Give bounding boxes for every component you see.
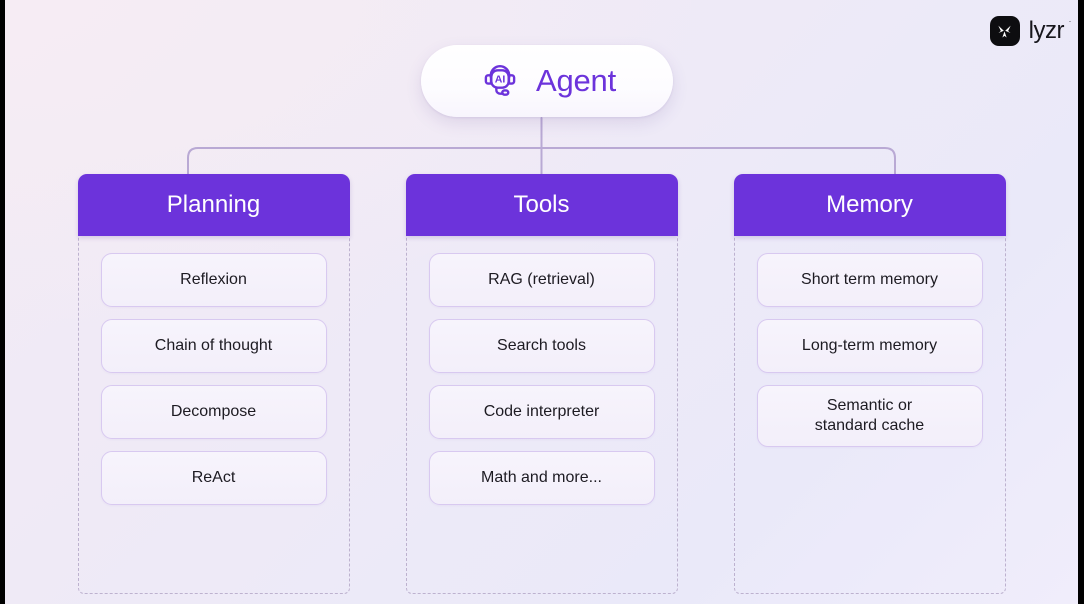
agent-root-label: Agent	[535, 63, 616, 98]
column-header-memory[interactable]: Memory	[733, 174, 1006, 236]
brand-name: lyzr ·	[1028, 17, 1072, 44]
column-body-memory: Short term memory Long-term memory Seman…	[733, 235, 1006, 594]
list-item[interactable]: Math and more...	[428, 451, 655, 505]
column-tools: Tools RAG (retrieval) Search tools Code …	[405, 174, 678, 594]
svg-text:AI: AI	[495, 73, 506, 85]
list-item[interactable]: Chain of thought	[100, 319, 327, 373]
column-title: Memory	[826, 191, 913, 218]
diagram-canvas: lyzr ·	[5, 0, 1078, 604]
agent-root-node[interactable]: AI Agent	[421, 45, 673, 117]
ai-headset-icon: AI	[478, 57, 522, 106]
list-item[interactable]: RAG (retrieval)	[428, 253, 655, 307]
list-item[interactable]: Reflexion	[100, 253, 327, 307]
list-item[interactable]: Decompose	[100, 385, 327, 439]
list-item[interactable]: ReAct	[100, 451, 327, 505]
list-item[interactable]: Long-term memory	[756, 319, 983, 373]
list-item[interactable]: Search tools	[428, 319, 655, 373]
brand-logo: lyzr ·	[989, 16, 1072, 46]
column-header-tools[interactable]: Tools	[405, 174, 678, 236]
list-item[interactable]: Short term memory	[756, 253, 983, 307]
column-title: Tools	[513, 191, 570, 218]
lyzr-butterfly-mark-icon	[989, 16, 1020, 46]
column-body-tools: RAG (retrieval) Search tools Code interp…	[405, 235, 678, 594]
diagram-columns: Planning Reflexion Chain of thought Deco…	[5, 174, 1078, 594]
column-title: Planning	[166, 191, 261, 218]
brand-trademark: ·	[1068, 16, 1072, 26]
column-header-planning[interactable]: Planning	[77, 174, 350, 236]
column-body-planning: Reflexion Chain of thought Decompose ReA…	[77, 235, 350, 594]
brand-name-text: lyzr	[1028, 17, 1065, 44]
list-item[interactable]: Code interpreter	[428, 385, 655, 439]
column-planning: Planning Reflexion Chain of thought Deco…	[77, 174, 350, 594]
column-memory: Memory Short term memory Long-term memor…	[733, 174, 1006, 594]
